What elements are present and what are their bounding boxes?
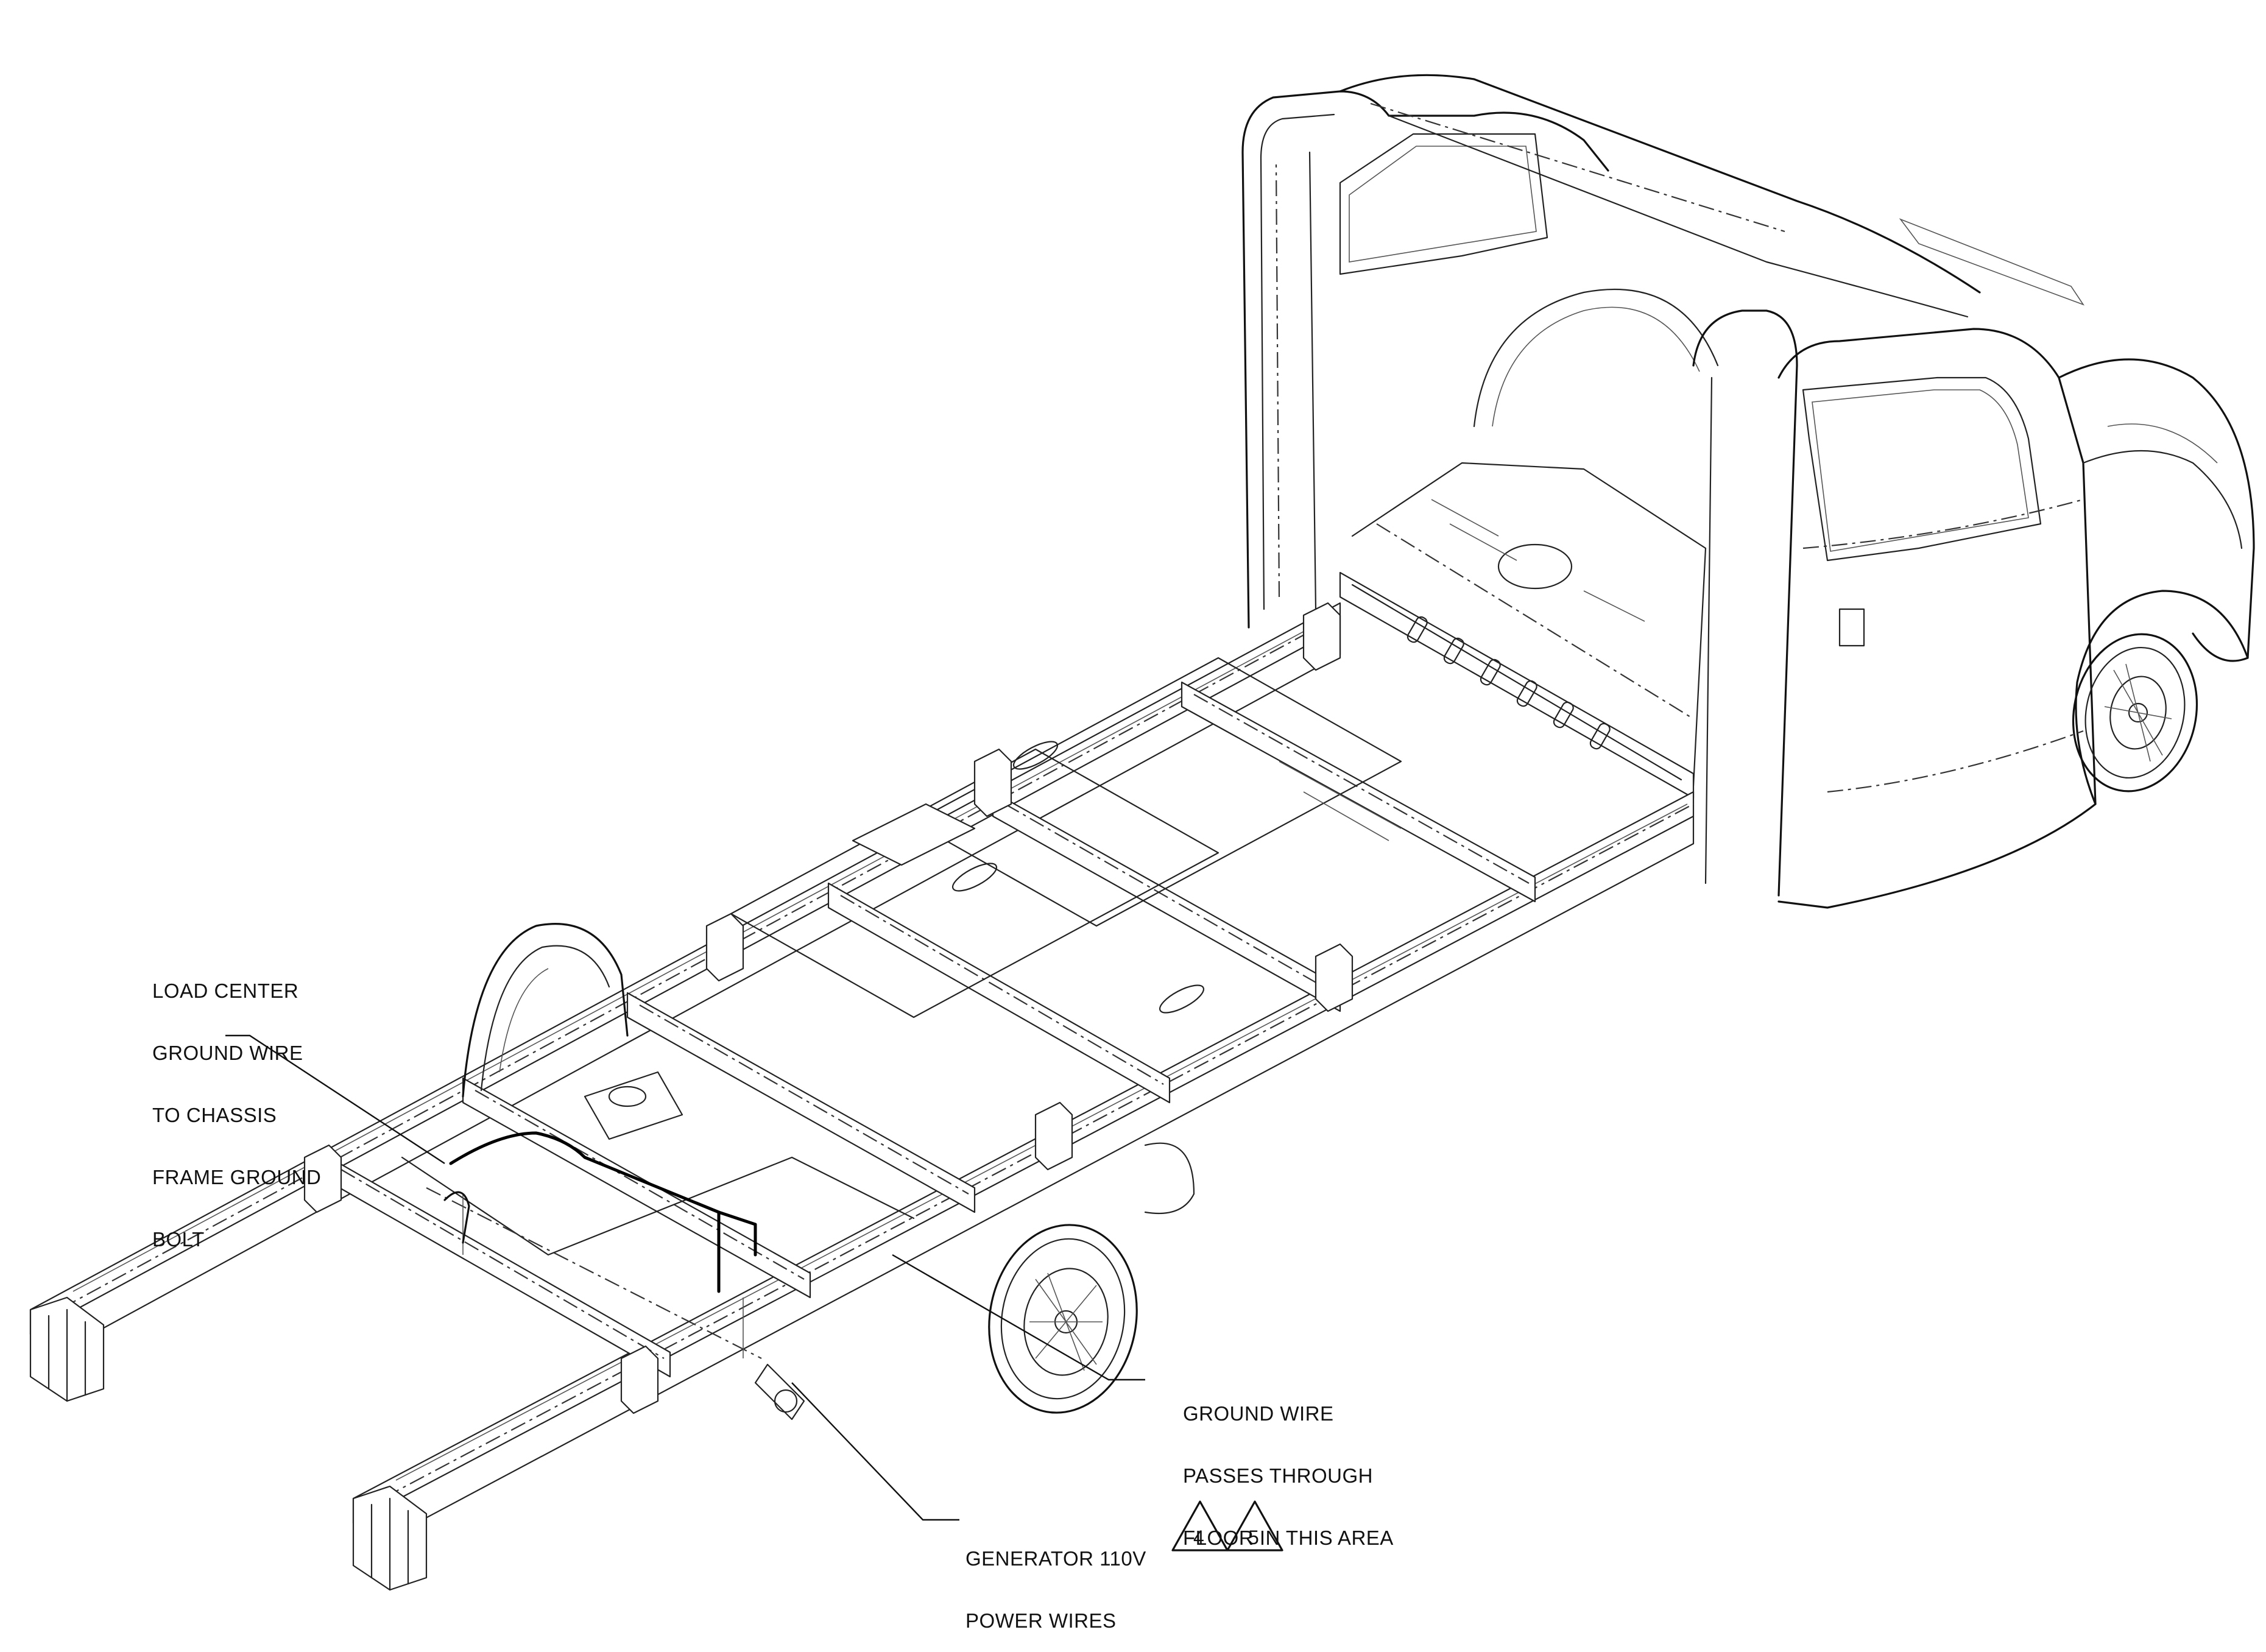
floor-panels [730,657,1402,1018]
callout-load-center-line4: FRAME GROUND [152,1166,322,1188]
crossmembers [328,681,1536,1378]
ref-triangle-5 [1226,1500,1283,1551]
ref-mark-5: 5 [1248,1527,1259,1548]
left-rear-wheel [462,923,629,1098]
leader-lines [225,1034,1145,1521]
callout-load-center-line5: BOLT [152,1228,205,1251]
rear-axle-assembly [401,1071,915,1421]
callout-generator: GENERATOR 110V POWER WIRES [965,1507,1146,1652]
callout-generator-line2: POWER WIRES [965,1609,1117,1632]
callout-load-center-line2: GROUND WIRE [152,1042,303,1064]
front-wheel [2072,633,2198,792]
callout-load-center-line1: LOAD CENTER [152,980,299,1002]
callout-ground-wire-line3: FLOOR IN THIS AREA [1183,1527,1394,1549]
ref-triangle-4 [1171,1500,1229,1551]
callout-ground-wire-line1: GROUND WIRE [1183,1402,1334,1425]
callout-load-center-line3: TO CHASSIS [152,1104,277,1126]
chassis-drawing: 4 5 LOAD CENTER GROUND WIRE TO CHASSIS F… [29,74,2255,1631]
cab-body [1241,74,2255,909]
callout-ground-wire-line2: PASSES THROUGH [1183,1464,1374,1487]
ground-wire [443,1131,757,1293]
chassis-illustration: 4 5 [29,74,2255,1591]
ref-mark-4: 4 [1193,1527,1204,1548]
rail-brackets [303,602,1354,1414]
callout-load-center: LOAD CENTER GROUND WIRE TO CHASSIS FRAME… [152,939,321,1271]
reference-triangles: 4 5 [1171,1500,1283,1551]
callout-ground-wire: GROUND WIRE PASSES THROUGH FLOOR IN THIS… [1183,1362,1394,1569]
rear-rail-ends [29,1296,428,1591]
callout-generator-line1: GENERATOR 110V [965,1547,1146,1570]
cab-floor [1339,462,1707,799]
right-rear-wheel [988,1142,1195,1414]
